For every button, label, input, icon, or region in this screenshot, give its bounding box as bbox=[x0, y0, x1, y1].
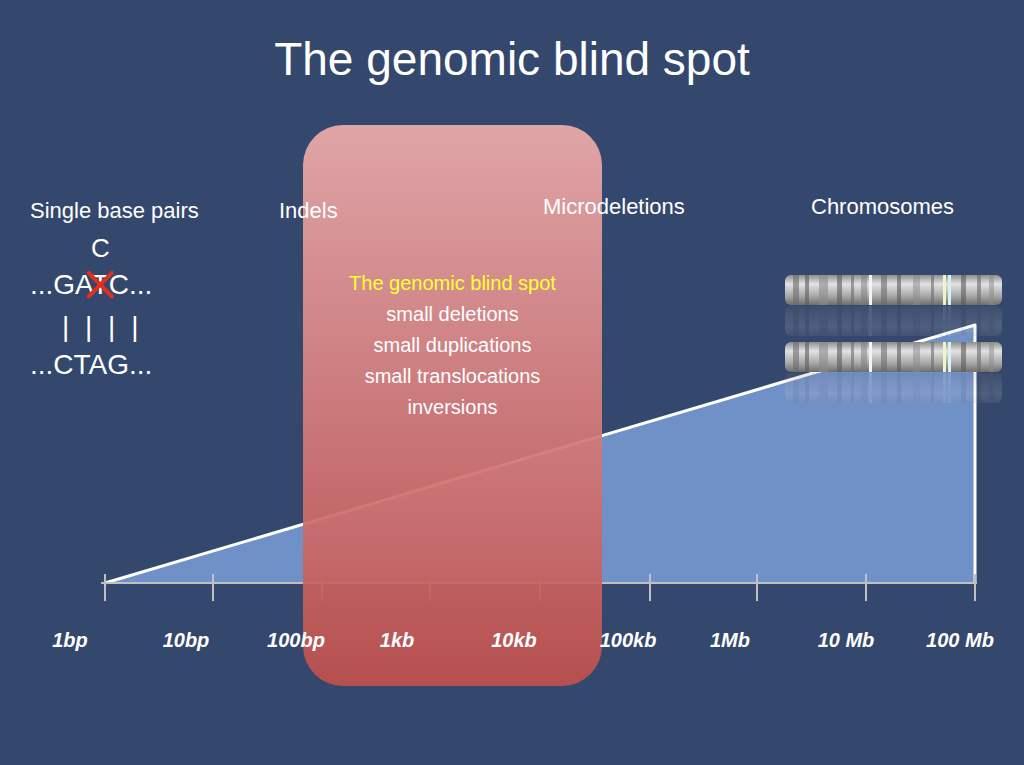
chromosome-symbol bbox=[785, 275, 1002, 403]
dna-strand: ...GATC... bbox=[30, 268, 152, 302]
band-heading: The genomic blind spot bbox=[349, 268, 556, 299]
mutation-cross bbox=[89, 273, 112, 297]
band-item: small duplications bbox=[374, 330, 532, 361]
slide-title: The genomic blind spot bbox=[0, 32, 1024, 87]
axis-tick-label: 10bp bbox=[163, 628, 210, 652]
axis-tick-label: 1bp bbox=[52, 628, 88, 652]
scale-heading: Single base pairs bbox=[30, 198, 199, 224]
axis-tick-label: 100 Mb bbox=[926, 628, 994, 652]
band-item: small deletions bbox=[386, 299, 518, 330]
scale-heading: Indels bbox=[279, 198, 338, 224]
axis-tick-label: 10 Mb bbox=[818, 628, 875, 652]
mutation-cross bbox=[89, 273, 112, 297]
band-item: inversions bbox=[407, 392, 497, 423]
axis-tick-label: 1Mb bbox=[710, 628, 750, 652]
axis-tick-label: 1kb bbox=[380, 628, 414, 652]
axis-tick-label: 10kb bbox=[491, 628, 537, 652]
base-pair-bonds: | | | | bbox=[62, 310, 142, 344]
scale-heading: Microdeletions bbox=[543, 194, 685, 220]
dna-strand: ...CTAG... bbox=[30, 348, 152, 382]
substituted-base: C bbox=[91, 233, 110, 264]
axis-tick-label: 100bp bbox=[267, 628, 325, 652]
axis-tick-label: 100kb bbox=[600, 628, 657, 652]
scale-heading: Chromosomes bbox=[811, 194, 954, 220]
band-item: small translocations bbox=[365, 361, 541, 392]
